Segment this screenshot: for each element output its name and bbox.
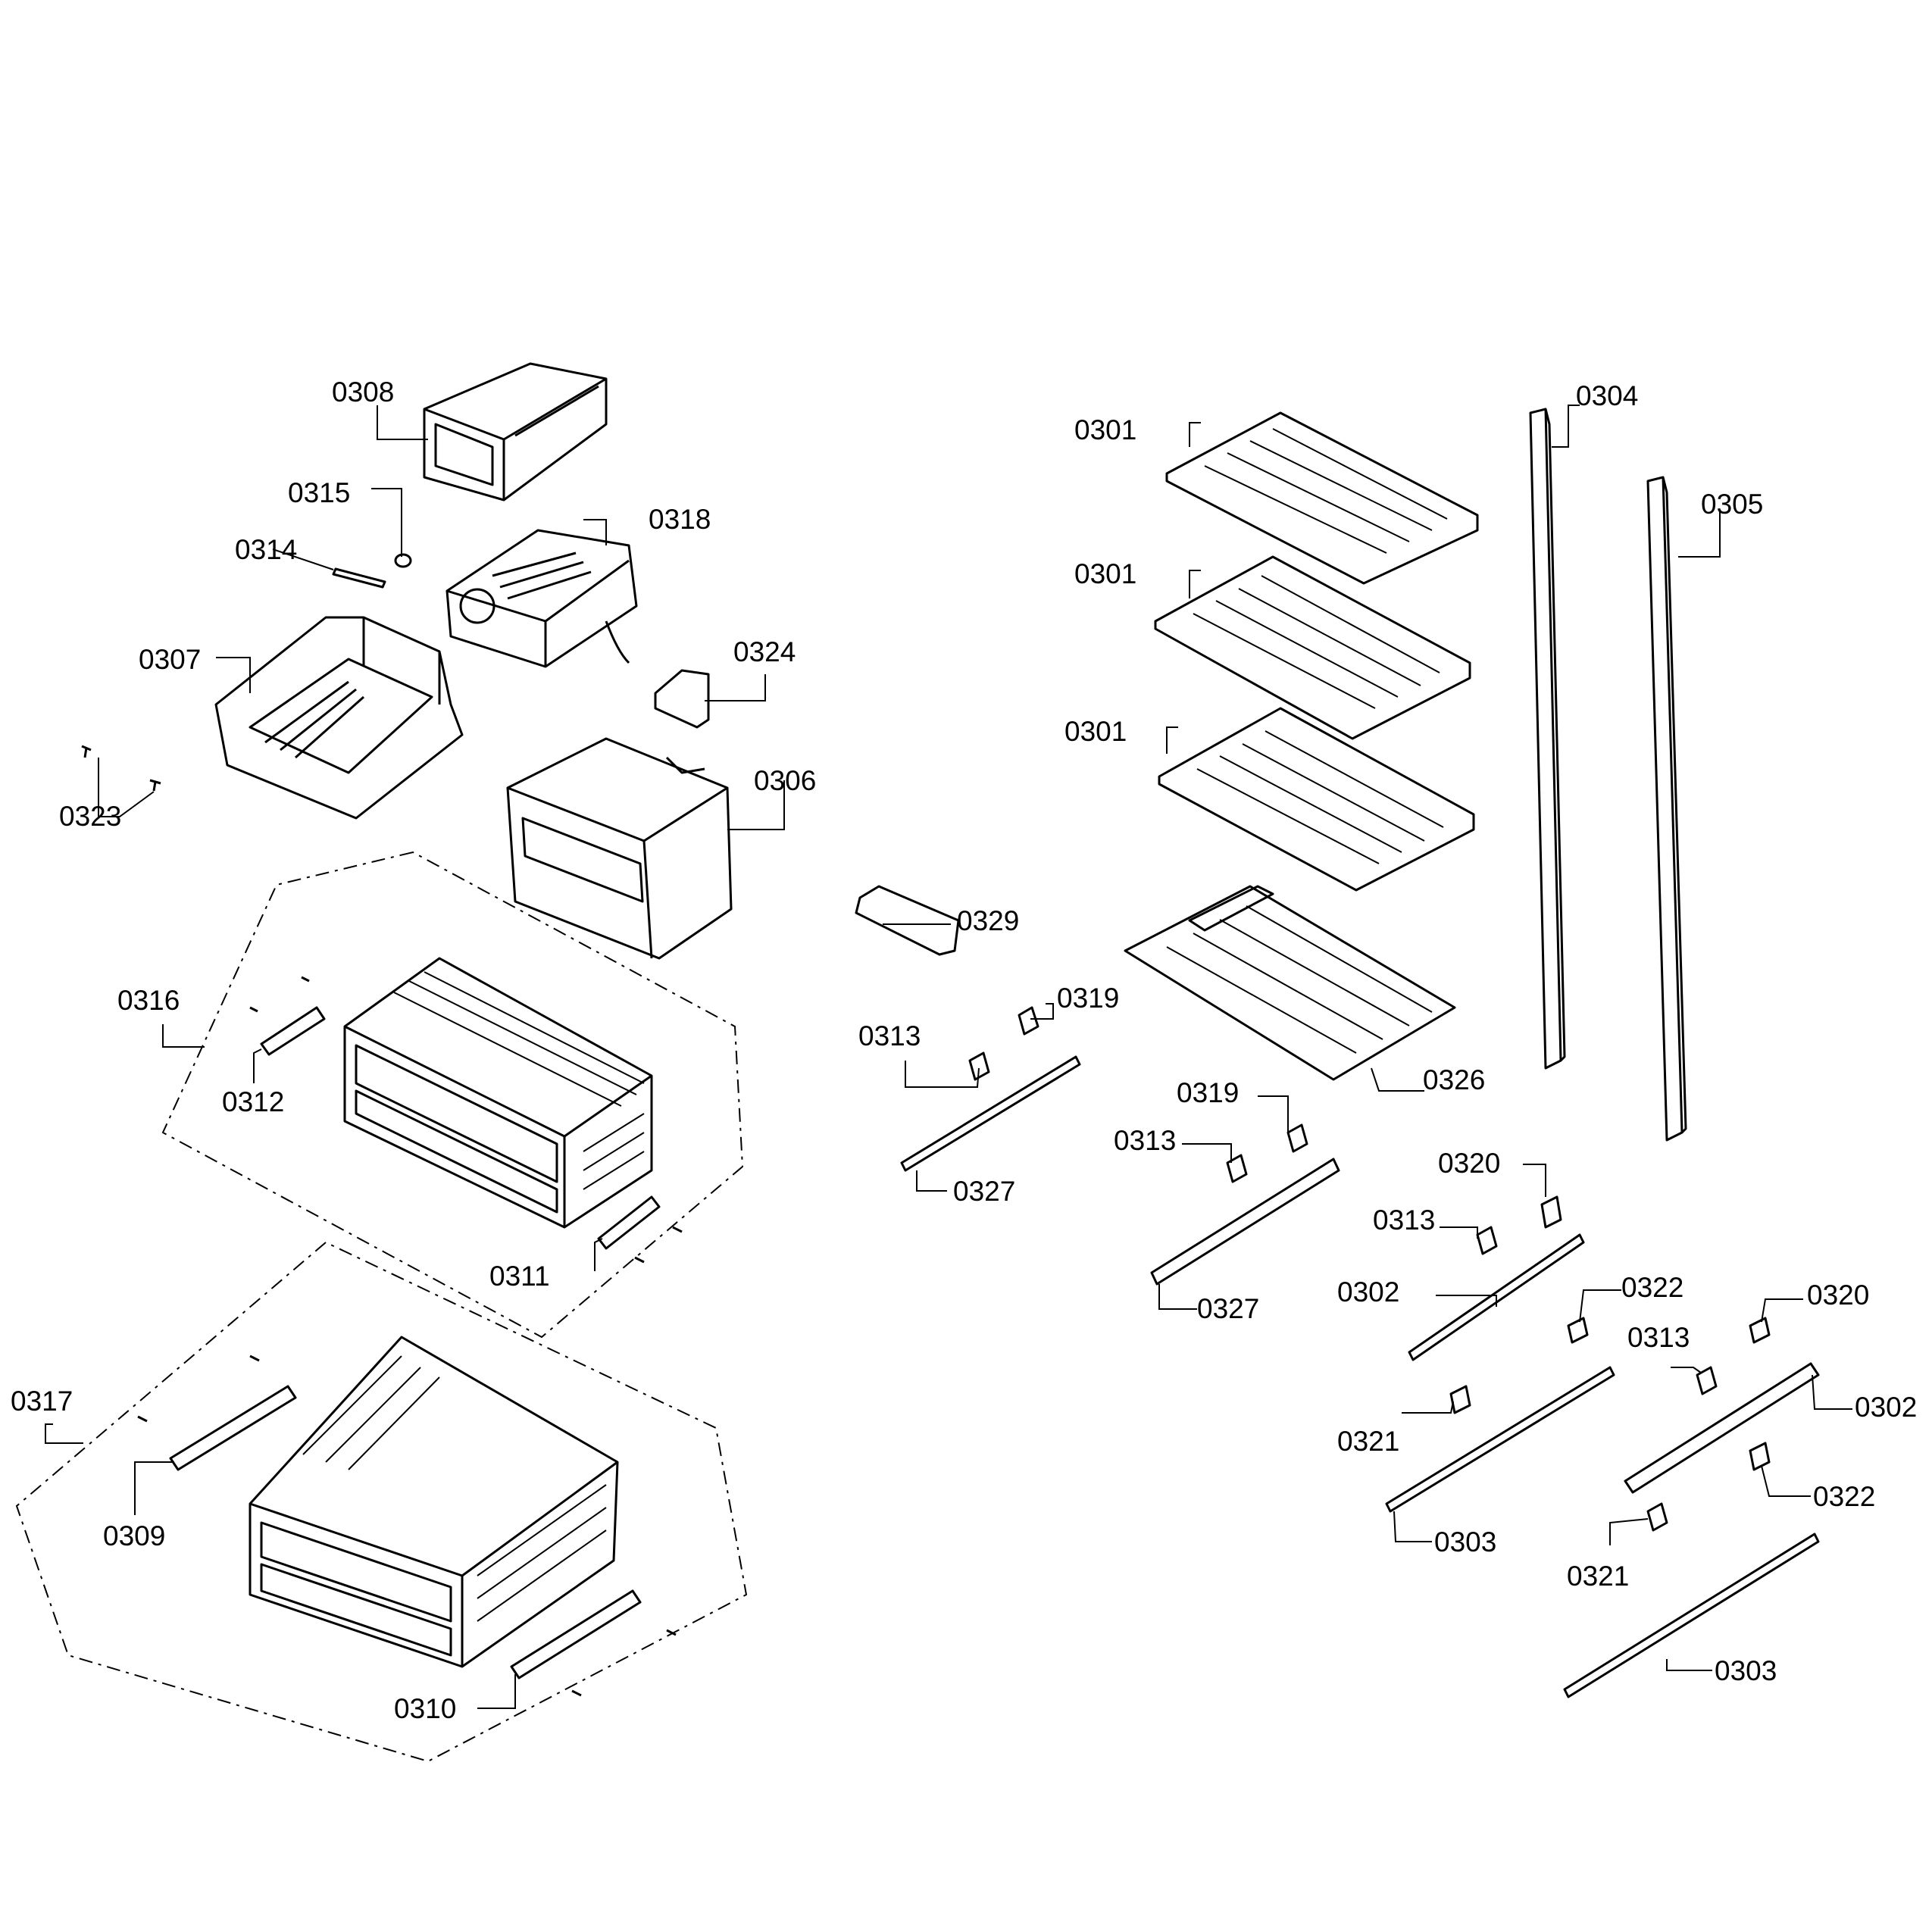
- label-0320-a: 0320: [1438, 1148, 1500, 1179]
- part-0312-bracket: [249, 976, 326, 1056]
- label-0301-a: 0301: [1074, 414, 1136, 445]
- part-0318-ice-maker: [445, 529, 638, 668]
- label-0321-b: 0321: [1567, 1561, 1629, 1592]
- label-0319-b: 0319: [1177, 1077, 1239, 1108]
- part-0306-bin: [506, 737, 733, 960]
- label-0313-a: 0313: [858, 1020, 921, 1051]
- part-0311-bracket: [597, 1195, 683, 1264]
- leader-lines: [45, 405, 1852, 1709]
- label-0327-a: 0327: [953, 1176, 1015, 1207]
- label-0322-b: 0322: [1813, 1481, 1875, 1512]
- label-0304: 0304: [1576, 380, 1638, 411]
- label-0313-d: 0313: [1627, 1322, 1690, 1353]
- part-0301-shelf-1: [1165, 411, 1479, 585]
- label-0308: 0308: [332, 377, 394, 408]
- outline-0316-assembly: [161, 851, 744, 1339]
- label-0311: 0311: [489, 1261, 550, 1292]
- label-0301-c: 0301: [1064, 716, 1127, 747]
- part-0324-bracket: [654, 669, 710, 729]
- label-0322-a: 0322: [1621, 1272, 1683, 1303]
- part-0314-rod: [332, 567, 386, 589]
- part-0309-bracket: [137, 1355, 297, 1471]
- label-0312: 0312: [222, 1086, 284, 1117]
- label-0329: 0329: [957, 905, 1019, 936]
- label-0323: 0323: [59, 801, 121, 832]
- part-0316-drawer: [343, 957, 653, 1229]
- part-0326-shelf: [1124, 885, 1456, 1081]
- label-0306: 0306: [754, 765, 816, 796]
- label-0301-b: 0301: [1074, 558, 1136, 589]
- label-0309: 0309: [103, 1520, 165, 1551]
- label-0316: 0316: [117, 985, 180, 1016]
- part-slide-rails: [900, 1055, 1820, 1698]
- part-0323-screws: [81, 745, 161, 792]
- part-0307-housing: [214, 616, 464, 820]
- label-0324: 0324: [733, 636, 796, 667]
- label-0318: 0318: [649, 504, 711, 535]
- part-0301-shelf-3: [1158, 707, 1475, 892]
- part-0305-rail: [1646, 476, 1687, 1142]
- part-0301-shelf-2: [1154, 555, 1471, 740]
- label-0314: 0314: [235, 534, 297, 565]
- part-0304-rail: [1529, 408, 1566, 1070]
- label-0327-b: 0327: [1197, 1293, 1259, 1324]
- label-0317: 0317: [11, 1386, 73, 1417]
- part-0317-drawer: [249, 1336, 619, 1668]
- part-0308-ice-bin: [423, 362, 608, 501]
- part-0310-bracket: [510, 1589, 677, 1697]
- label-0315: 0315: [288, 477, 350, 508]
- part-0329: [855, 885, 960, 956]
- outline-0317-assembly: [15, 1241, 748, 1763]
- label-0302-a: 0302: [1337, 1276, 1399, 1308]
- label-0319-a: 0319: [1057, 983, 1119, 1014]
- label-0305: 0305: [1701, 489, 1763, 520]
- label-0320-b: 0320: [1807, 1280, 1869, 1311]
- label-0313-b: 0313: [1114, 1125, 1176, 1156]
- part-0315-ring: [394, 553, 412, 568]
- label-0302-b: 0302: [1855, 1392, 1917, 1423]
- label-0326: 0326: [1423, 1064, 1485, 1095]
- label-0307: 0307: [139, 644, 201, 675]
- label-0321-a: 0321: [1337, 1426, 1399, 1457]
- label-0303-a: 0303: [1434, 1526, 1496, 1558]
- label-0303-b: 0303: [1715, 1655, 1777, 1686]
- label-0310: 0310: [394, 1693, 456, 1724]
- label-0313-c: 0313: [1373, 1205, 1435, 1236]
- part-labels: 0308 0315 0318 0314 0307 0324 0323 0306 …: [11, 377, 1917, 1724]
- part-clips: [968, 1006, 1771, 1532]
